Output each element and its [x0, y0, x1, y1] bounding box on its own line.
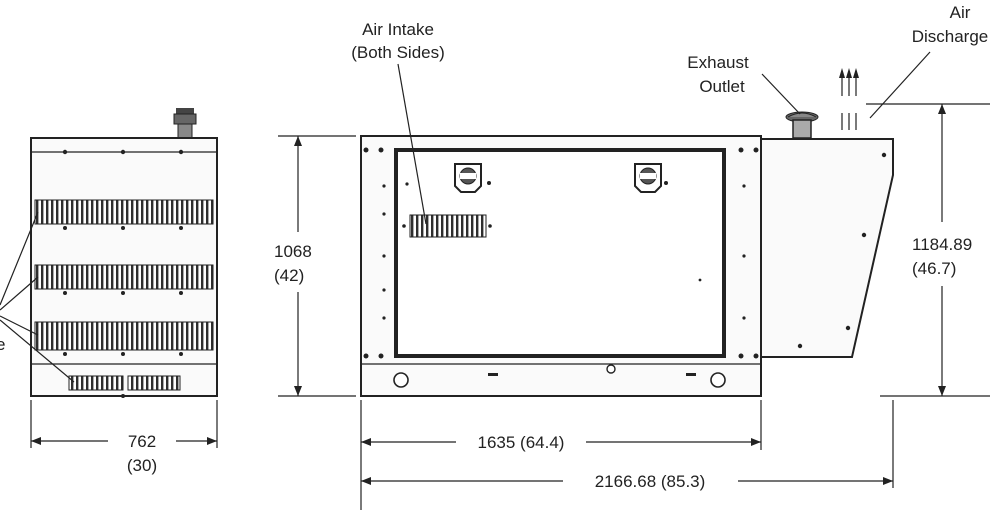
dim-width-side-mm: 762 [128, 432, 156, 451]
side-grille-base-left [68, 375, 124, 391]
door-latch-right [634, 163, 662, 193]
dim-height-front-mm: 1068 [274, 242, 312, 261]
air-discharge-label-line1: Air [950, 3, 971, 22]
exhaust-outlet [785, 111, 819, 139]
dim-length-enclosure: 1635 (64.4) [478, 433, 565, 452]
air-discharge-label-line2: Discharge [912, 27, 989, 46]
dim-height-total-mm: 1184.89 [912, 235, 972, 254]
air-intake-label-line2: (Both Sides) [351, 43, 445, 62]
cut-off-label: e [0, 335, 5, 354]
side-grille-base-right [127, 375, 181, 391]
dim-length-total: 2166.68 (85.3) [595, 472, 706, 491]
side-exhaust-stub [173, 108, 197, 139]
front-view: 1068 (42) 1184.89 (46.7) 1635 (64.4) 216… [274, 3, 990, 510]
air-intake-label-line1: Air Intake [362, 20, 434, 39]
air-intake-leader [397, 63, 427, 225]
side-grille-middle [34, 264, 214, 290]
side-grille-upper [34, 199, 214, 225]
exhaust-label-line1: Exhaust [687, 53, 749, 72]
door-latch-left [454, 163, 482, 193]
exhaust-label-line2: Outlet [699, 77, 745, 96]
air-intake-grille [409, 214, 487, 238]
exhaust-leader [761, 73, 801, 115]
dim-width-side-in: (30) [127, 456, 157, 475]
dim-height-front-in: (42) [274, 266, 304, 285]
side-view: e 762 (30) [0, 108, 218, 475]
discharge-hood [760, 138, 894, 358]
dim-height-total-in: (46.7) [912, 259, 956, 278]
air-discharge-arrows [839, 68, 859, 130]
access-door [394, 148, 726, 358]
air-discharge-leader [869, 51, 931, 119]
side-grille-lower [34, 321, 214, 351]
